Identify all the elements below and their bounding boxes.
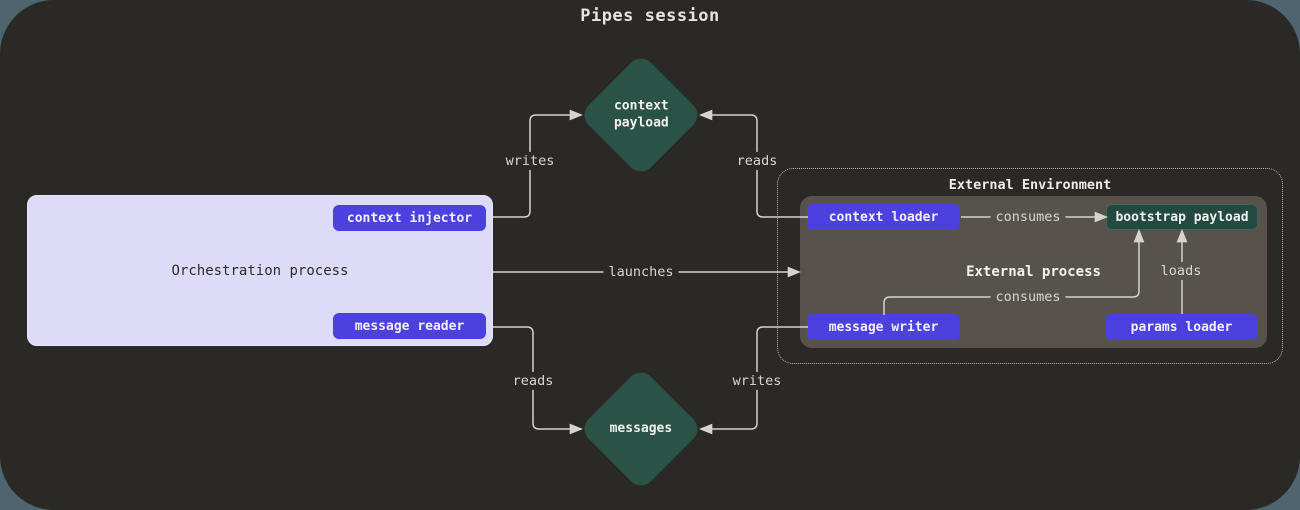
node-orchestration-process: Orchestration process context injector m… [27,195,493,346]
node-message-reader: message reader [333,313,486,339]
orchestration-process-label: Orchestration process [171,262,349,279]
edge-label-writes-top: writes [500,151,560,171]
node-params-loader: params loader [1105,314,1258,340]
edge-label-reads-bottom: reads [507,371,559,391]
node-bootstrap-payload: bootstrap payload [1106,204,1258,230]
node-messages: messages [578,366,704,492]
edge-label-writes-bottom: writes [727,371,787,391]
external-environment-label: External Environment [948,177,1112,193]
diagram-title: Pipes session [580,6,720,26]
group-external-environment: External Environment [777,168,1283,364]
node-context-loader: context loader [807,204,960,230]
edge-label-reads-top: reads [731,151,783,171]
node-messages-label: messages [609,420,673,436]
edge-label-consumes-top: consumes [990,207,1066,227]
edge-label-loads: loads [1155,261,1207,281]
node-context-payload: context payload [578,52,704,178]
edge-label-launches: launches [603,262,679,282]
node-context-injector: context injector [333,205,486,231]
edge-label-consumes-bottom: consumes [990,287,1066,307]
node-context-payload-label: context payload [613,98,669,130]
node-message-writer: message writer [807,314,960,340]
